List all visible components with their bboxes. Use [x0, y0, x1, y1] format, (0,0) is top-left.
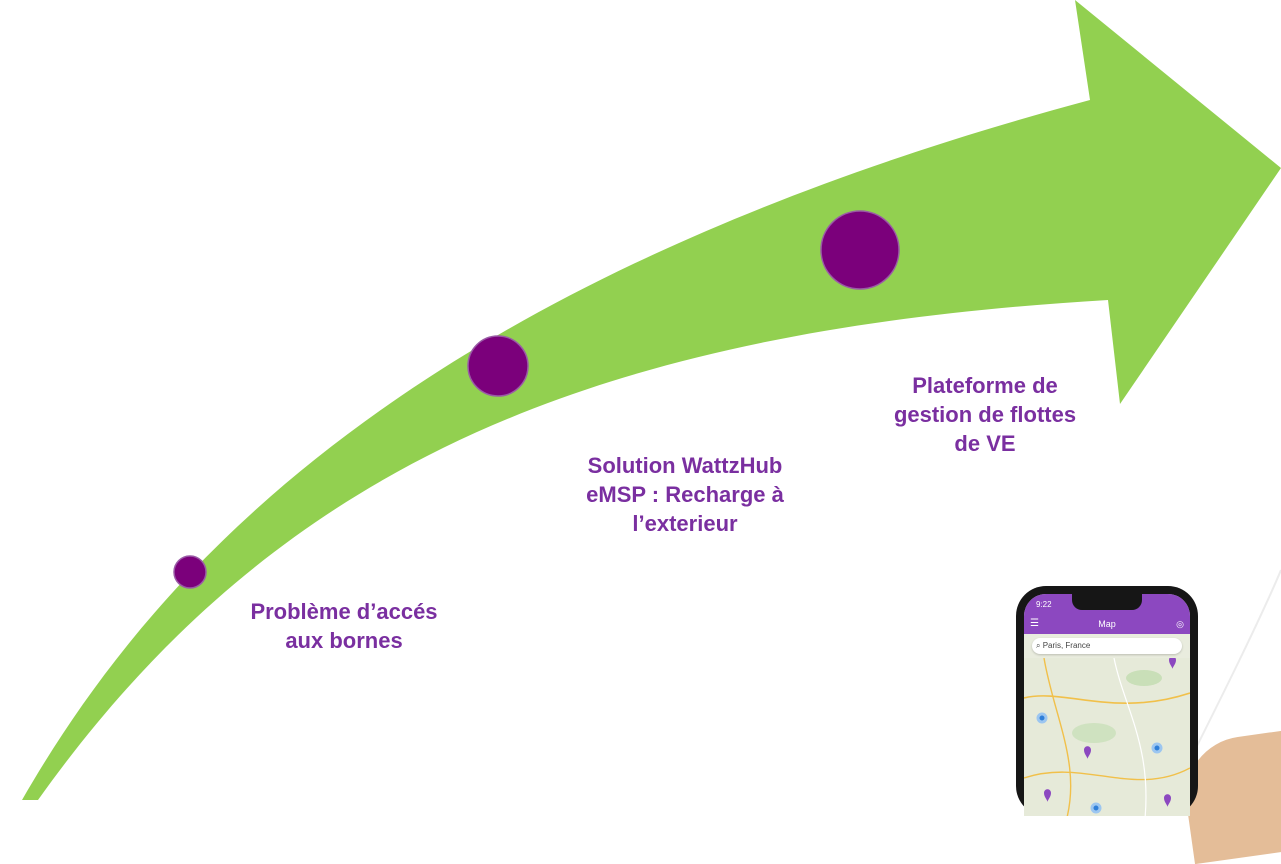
milestone-dot-2 — [467, 335, 529, 397]
phone-screen: 9:22 ☰ Map ◎ ⌕ Paris, France — [1024, 594, 1190, 816]
milestone-label-1-line-1: Problème d’accés — [250, 599, 438, 624]
menu-icon[interactable]: ☰ — [1030, 618, 1039, 629]
app-title: Map — [1098, 619, 1116, 629]
milestone-label-2-line-3: l’exterieur — [632, 511, 738, 536]
app-bar: ☰ Map ◎ — [1024, 614, 1190, 634]
milestone-label-2-line-1: Solution WattzHub — [587, 453, 783, 478]
milestone-dot-3 — [820, 210, 900, 290]
growth-arrow-diagram — [22, 0, 1281, 800]
growth-arrow — [22, 0, 1281, 800]
background-swoosh — [1189, 569, 1281, 761]
milestone-label-3: Plateforme de gestion de flottes de VE — [860, 371, 1110, 458]
locate-icon[interactable]: ◎ — [1176, 619, 1184, 629]
milestone-label-1-line-2: aux bornes — [285, 628, 403, 653]
milestone-label-3-line-1: Plateforme de — [912, 373, 1058, 398]
milestone-label-3-line-3: de VE — [954, 431, 1016, 456]
search-icon: ⌕ — [1036, 641, 1041, 650]
milestone-label-2-line-2: eMSP : Recharge à — [586, 482, 784, 507]
milestone-label-1: Problème d’accés aux bornes — [218, 597, 470, 655]
search-input[interactable]: ⌕ Paris, France — [1032, 638, 1182, 654]
search-text: Paris, France — [1042, 641, 1091, 650]
milestone-label-2: Solution WattzHub eMSP : Recharge à l’ex… — [540, 451, 830, 538]
milestone-dot-1 — [173, 555, 207, 589]
milestone-label-3-line-2: gestion de flottes — [893, 402, 1077, 427]
phone-notch — [1072, 594, 1142, 610]
map-area[interactable] — [1024, 658, 1190, 816]
status-time: 9:22 — [1036, 600, 1052, 609]
phone-mockup: 9:22 ☰ Map ◎ ⌕ Paris, France — [1016, 586, 1198, 816]
